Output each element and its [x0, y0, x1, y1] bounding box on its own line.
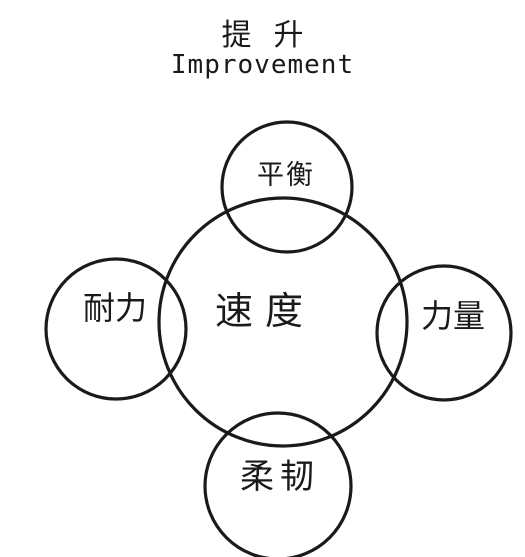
- center-circle: [157, 196, 409, 448]
- center-label: 速度: [214, 289, 315, 333]
- title-english: Improvement: [170, 50, 355, 80]
- bottom-circle: [203, 411, 353, 557]
- title-chinese: 提升: [221, 18, 326, 53]
- top-circle: [220, 120, 354, 254]
- left-node-label: 耐力: [82, 289, 147, 327]
- bottom-node-label: 柔韧: [240, 457, 320, 497]
- right-circle: [375, 264, 513, 402]
- right-node-label: 力量: [420, 297, 485, 335]
- left-circle: [44, 257, 188, 401]
- top-node-label: 平衡: [257, 160, 315, 191]
